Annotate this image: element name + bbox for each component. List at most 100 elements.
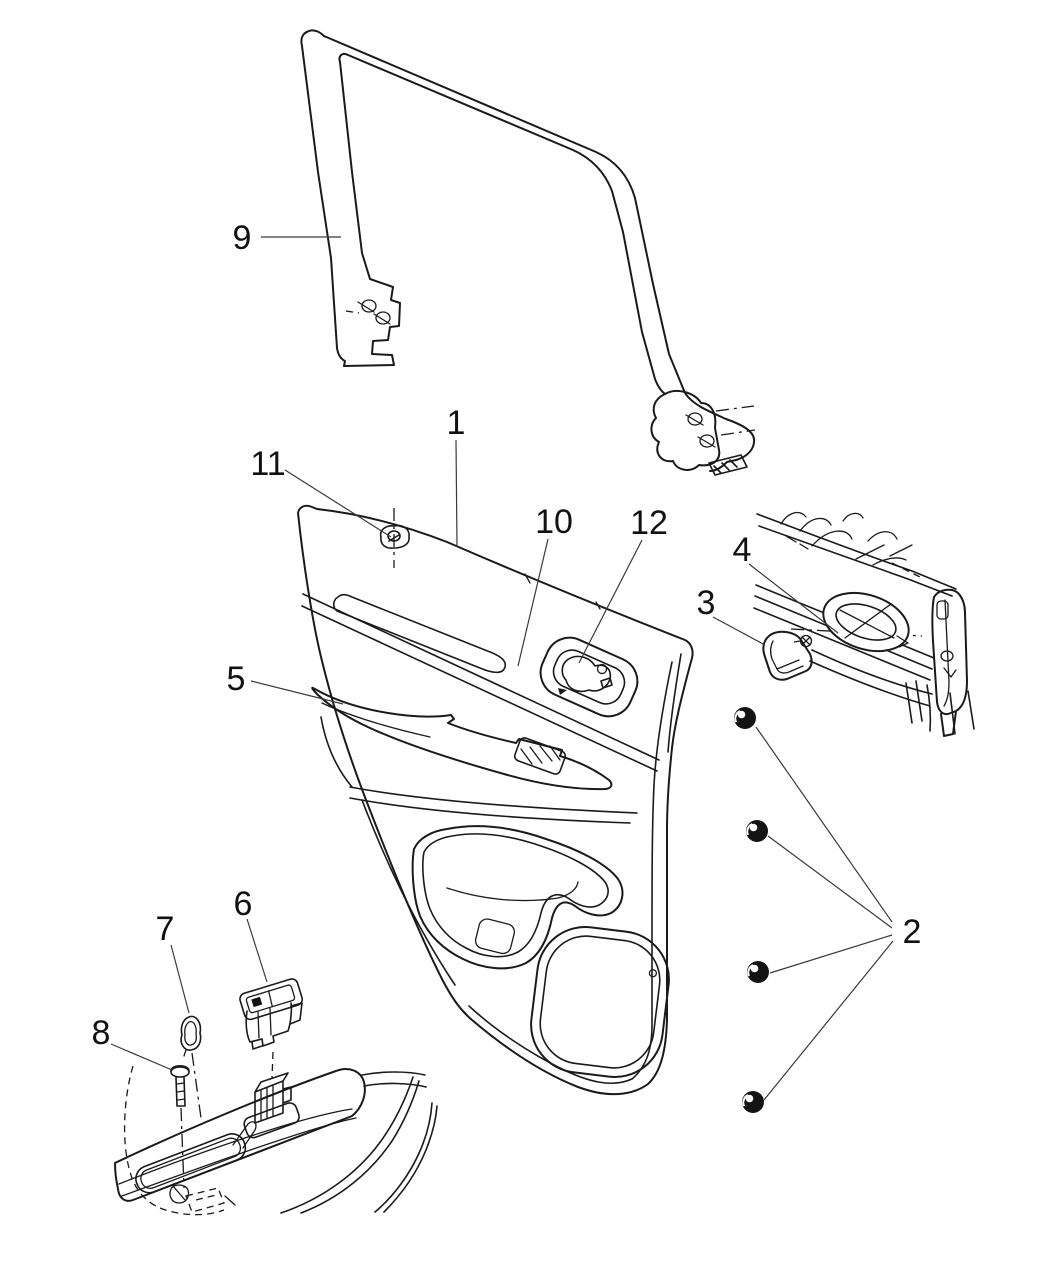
window-molding-outer-edge xyxy=(300,29,756,472)
handle-detail-dot xyxy=(558,688,567,695)
leader-10 xyxy=(517,538,549,667)
map-pocket-shelf xyxy=(446,881,579,902)
belt-trim-strip xyxy=(301,593,660,772)
section-top-edge xyxy=(756,513,957,597)
callout-8: 8 xyxy=(92,1014,111,1052)
callout-1: 1 xyxy=(447,404,466,442)
accent-strip xyxy=(332,593,507,674)
panel-lower-flange-curves xyxy=(280,1071,438,1214)
inside-handle-bezel xyxy=(539,636,639,718)
switch-icon xyxy=(251,996,263,1008)
column-inner-line xyxy=(943,599,950,707)
callout-5: 5 xyxy=(227,660,246,698)
screw-threads xyxy=(176,1082,186,1101)
hidden-bracket-dash xyxy=(185,1187,225,1213)
bezel-ring-inner xyxy=(835,603,897,641)
screw-shaft xyxy=(175,1076,186,1107)
speaker-pin-hole xyxy=(648,969,658,978)
rear-trim-section xyxy=(753,511,975,737)
switch-body-lines xyxy=(257,1007,272,1039)
handle-bezel-outer xyxy=(539,636,639,718)
leader-1 xyxy=(455,439,458,548)
callout-3: 3 xyxy=(697,584,716,622)
left-bracket-dash xyxy=(345,310,360,314)
grab-pocket-inner xyxy=(140,1137,242,1189)
rear-pillar-column xyxy=(931,588,968,737)
window-molding-left-bracket xyxy=(301,45,401,367)
leader-2 xyxy=(755,726,894,1101)
switch-rocker-split xyxy=(267,990,273,1008)
leader-5 xyxy=(250,680,344,705)
clip-head-icon xyxy=(734,707,756,729)
armrest-crease xyxy=(321,702,431,738)
armrest-left-edge xyxy=(320,716,353,788)
hidden-panel-outline xyxy=(123,1065,225,1216)
column-hole xyxy=(940,650,954,662)
panel-contour-lines xyxy=(349,786,638,986)
clip-head-icon xyxy=(746,820,768,842)
leader-8 xyxy=(110,1043,173,1071)
top-retainer-clip-icon xyxy=(379,524,410,549)
window-molding-right-bracket xyxy=(650,390,721,471)
leader-12 xyxy=(578,539,643,664)
pull-cup-screw-dash xyxy=(793,640,801,643)
mounting-screw xyxy=(169,1064,236,1213)
door-panel-edge-ticks xyxy=(524,573,601,610)
callout-2: 2 xyxy=(903,913,922,951)
map-pocket-outer xyxy=(411,825,624,970)
leader-6 xyxy=(246,918,268,983)
surface-grain-sketch xyxy=(780,511,913,566)
clip-rim xyxy=(734,710,741,723)
leader-3 xyxy=(712,616,766,646)
armrest-switch-opening xyxy=(513,737,567,775)
pull-cup-outline xyxy=(762,630,813,681)
pull-cup xyxy=(762,630,813,681)
switch-body xyxy=(245,1002,303,1050)
callout-7: 7 xyxy=(156,910,175,948)
pull-cup-screw-icon xyxy=(799,634,813,648)
clip-highlight xyxy=(750,964,759,973)
handle-lever-icon xyxy=(561,655,613,693)
armrest xyxy=(311,686,613,791)
switch-gasket xyxy=(180,1015,202,1119)
clip-highlight xyxy=(749,823,758,832)
connector-axis xyxy=(271,1051,274,1079)
column-outline xyxy=(931,588,968,737)
door-panel-rear-band xyxy=(468,653,682,1085)
speaker-grille xyxy=(530,925,670,1079)
callout-9: 9 xyxy=(233,219,252,257)
right-bracket-fastener-icon xyxy=(685,412,716,448)
remote-handle-bezel xyxy=(790,591,923,653)
clip-highlight xyxy=(737,710,746,719)
screw-head xyxy=(170,1066,190,1078)
callout-12: 12 xyxy=(630,504,668,542)
right-bracket-foot xyxy=(708,454,748,476)
retainer-clip xyxy=(734,707,756,729)
clip-head-icon xyxy=(742,1091,764,1113)
bezel-sketch-x xyxy=(839,603,909,648)
grab-pocket-outer xyxy=(135,1133,247,1194)
door-trim-panel xyxy=(297,504,694,1096)
window-molding-pillar-edge xyxy=(339,61,371,280)
leader-4 xyxy=(748,563,839,634)
connector-body xyxy=(254,1072,292,1124)
window-frame-molding xyxy=(300,29,756,476)
gasket-inner xyxy=(183,1021,197,1057)
handle-bezel-inner xyxy=(552,649,626,705)
grain-dash xyxy=(891,562,923,579)
door-panel-outline xyxy=(297,504,694,1096)
window-switch xyxy=(239,978,304,1050)
pull-cup-inner-lip xyxy=(769,640,804,674)
callout-labels: 9 1 11 10 12 4 3 5 2 6 7 8 xyxy=(92,219,922,1052)
section-lower-ribs xyxy=(905,680,975,735)
left-bracket-fastener-icon xyxy=(357,299,391,325)
callout-6: 6 xyxy=(234,885,253,923)
window-molding-inner-edge xyxy=(338,52,666,395)
clip-rim xyxy=(742,1094,749,1107)
map-pocket-tab xyxy=(474,918,516,955)
connector-ridges xyxy=(260,1085,274,1121)
clip-highlight xyxy=(745,1094,754,1103)
callout-10: 10 xyxy=(535,503,573,541)
